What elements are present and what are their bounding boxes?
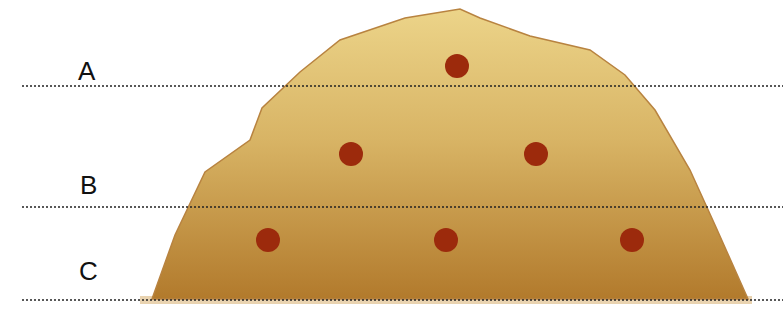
mound-outline <box>152 9 748 299</box>
level-line <box>22 85 783 86</box>
particles <box>256 54 644 252</box>
level-lines <box>22 86 783 300</box>
particle-dot <box>256 228 280 252</box>
particle-dot <box>620 228 644 252</box>
level-label: A <box>78 56 95 86</box>
level-line <box>22 299 783 300</box>
level-label: C <box>79 256 98 286</box>
level-label: B <box>80 170 97 200</box>
particle-dot <box>339 142 363 166</box>
particle-dot <box>434 228 458 252</box>
particle-dot <box>445 54 469 78</box>
level-line <box>22 206 783 207</box>
particle-dot <box>524 142 548 166</box>
